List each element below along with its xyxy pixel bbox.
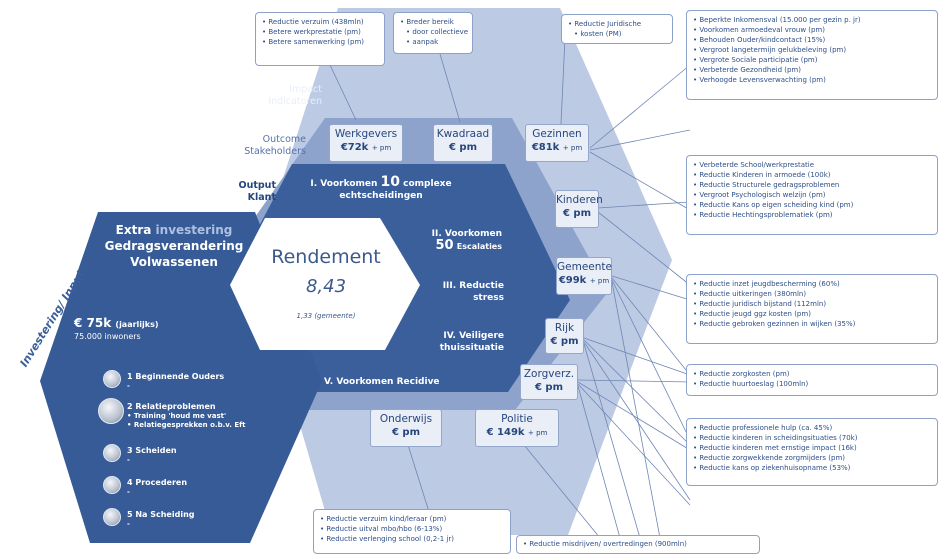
rendement-title: Rendement [271,246,381,268]
impact-box-politie: Reductie misdrijven/ overtredingen (900m… [516,535,760,554]
step-1-icon [103,370,121,388]
impact-box-kwadraad: Breder bereik door collectieve aanpak [393,12,473,54]
step-2-icon [98,398,124,424]
stakeholder-gezinnen: Gezinnen €81k + pm [525,124,589,162]
step-4: 4 Procederen - [127,478,188,496]
step-3: 3 Scheiden - [127,446,177,464]
stakeholder-kinderen: Kinderen € pm [555,190,603,228]
stakeholder-politie: Politie € 149k + pm [475,409,559,447]
impact-box-werkgevers: Reductie verzuim (438mln) Betere werkpre… [255,12,385,66]
outcome-label: Outcome Stakeholders [244,134,306,157]
output-label: Output Klant [238,180,277,203]
stakeholder-onderwijs: Onderwijs € pm [370,409,442,447]
impact-box-zorgverz: Reductie zorgkosten (pm) Reductie huurto… [686,364,938,396]
input-title: Extra investering Gedragsverandering Vol… [104,223,244,269]
step-2: 2 Relatieproblemen • Training 'houd me v… [127,402,246,429]
impact-box-juridisch: Reductie Juridische kosten (PM) [561,14,673,44]
impact-box-kinderen: Verbeterde School/werkprestatie Reductie… [686,155,938,235]
output-1: I. Voorkomen 10 complexe echtscheidingen [310,174,452,201]
impact-label: Impact Indicatoren [268,84,322,107]
step-5: 5 Na Scheiding - [127,510,195,528]
stakeholder-werkgevers: Werkgevers €72k + pm [329,124,403,162]
impact-box-gemeente: Reductie inzet jeugdbescherming (60%) Re… [686,274,938,344]
rendement-value: 8,43 [305,276,347,297]
impact-box-professioneel: Reductie professionele hulp (ca. 45%) Re… [686,418,938,486]
input-amount: € 75k (jaarlijks) [74,316,159,330]
rendement-shape [230,218,420,350]
impact-box-onderwijs: Reductie verzuim kind/leraar (pm) Reduct… [313,509,511,554]
output-2: II. Voorkomen 50 Escalaties [431,229,502,253]
step-1: 1 Beginnende Ouders - [127,372,225,390]
output-5: V. Voorkomen Recidive [324,377,440,387]
step-3-icon [103,444,121,462]
stakeholder-zorgverz: Zorgverz. € pm [520,364,578,400]
rendement-sub: 1,33 (gemeente) [296,312,356,320]
step-5-icon [103,508,121,526]
output-4: IV. Veiligere thuissituatie [439,331,504,353]
impact-box-gezinnen: Beperkte Inkomensval (15.000 per gezin p… [686,10,938,100]
stakeholder-gemeente: Gemeente €99k + pm [556,257,612,295]
step-4-icon [103,476,121,494]
stakeholder-kwadraad: Kwadraad € pm [433,124,493,162]
stakeholder-rijk: Rijk € pm [545,318,584,354]
output-3: III. Reductie stress [442,281,504,303]
input-inwoners: 75.000 inwoners [74,332,141,341]
connector-lines [329,37,691,539]
